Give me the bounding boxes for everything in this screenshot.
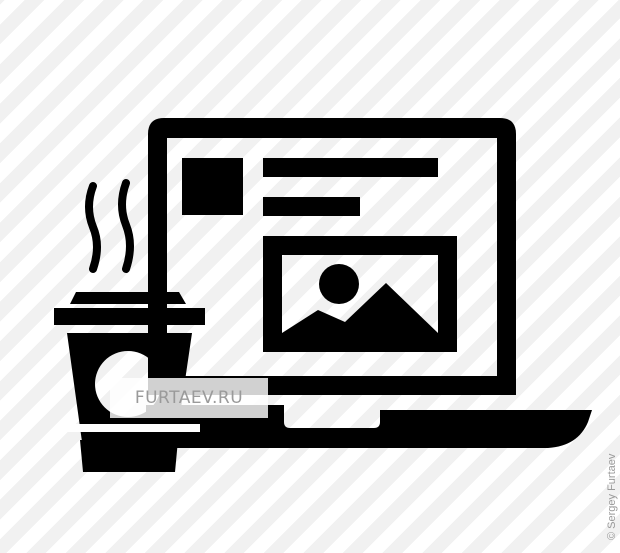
image-sun: [319, 264, 359, 304]
laptop-icon: [146, 118, 592, 448]
coffee-cup-icon: [54, 292, 205, 472]
image-mountains: [282, 283, 438, 333]
cup-bottom-band: [80, 440, 178, 472]
steam-wave-1: [85, 182, 101, 273]
steam-wave-3: [151, 182, 167, 273]
author-credit: © Sergey Furtaev: [606, 453, 618, 540]
cup-lid-top: [70, 292, 186, 304]
cup-sleeve-gap: [60, 424, 200, 432]
screen-subheadline-bar: [263, 197, 360, 216]
screen-sidebar-block: [182, 158, 243, 215]
watermark-badge: FURTAEV.RU: [110, 378, 268, 418]
steam-icon: [85, 179, 167, 273]
cup-body: [67, 333, 192, 449]
steam-wave-2: [118, 179, 134, 273]
watermark-text: FURTAEV.RU: [134, 388, 244, 408]
image-placeholder-icon: [263, 236, 457, 352]
image-frame: [263, 236, 457, 352]
screen-headline-bar: [263, 158, 438, 177]
cup-lid-rim: [54, 308, 205, 325]
